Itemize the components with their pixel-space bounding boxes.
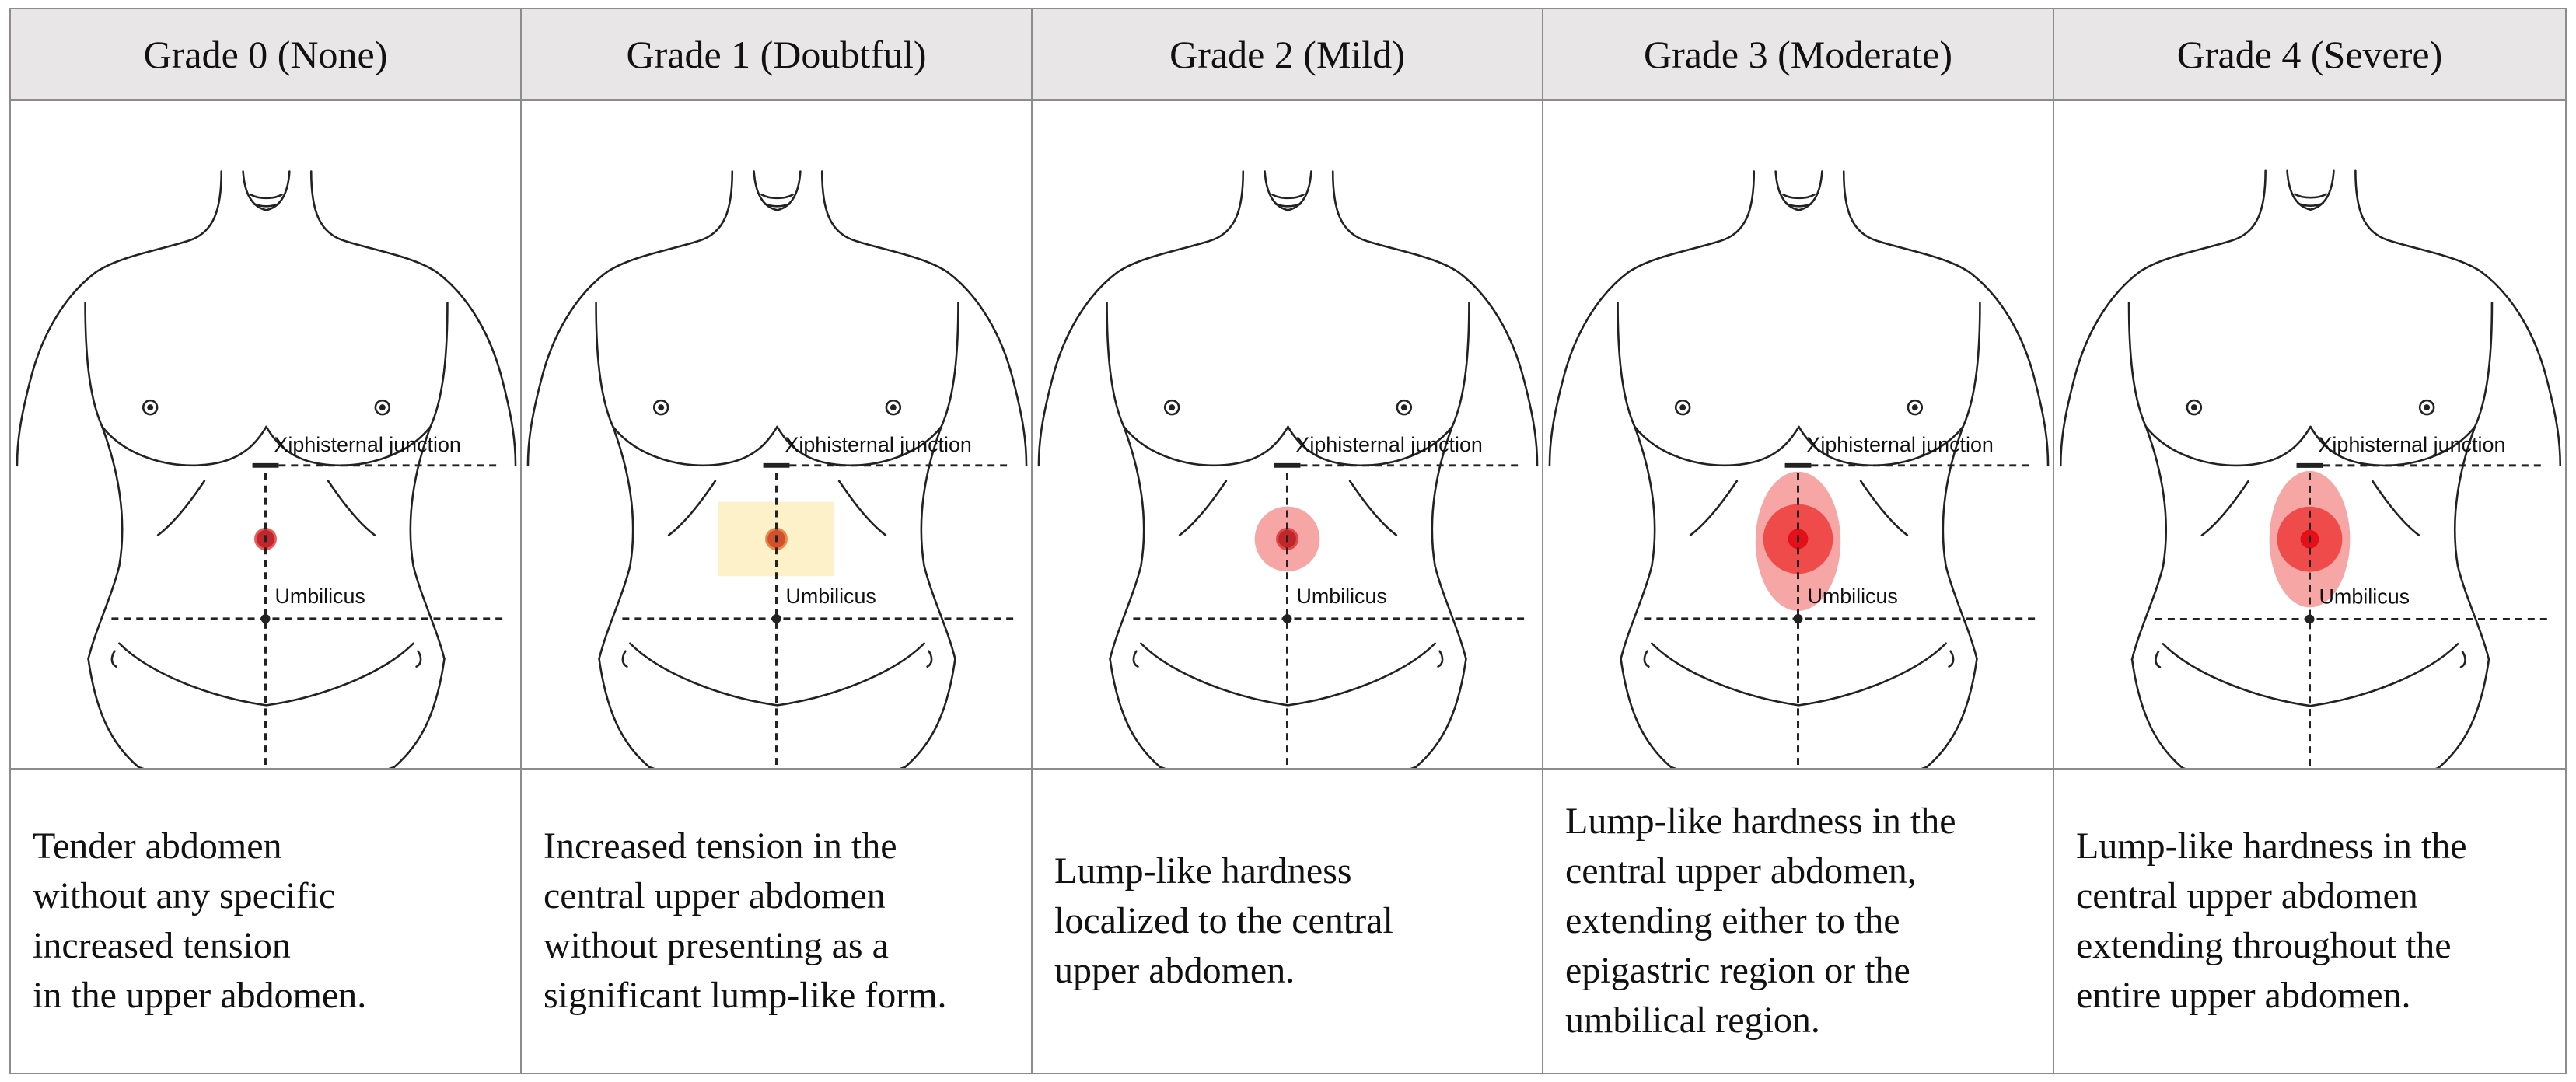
torso-outline [1548,170,2050,768]
grade-2-title: Grade 2 (Mild) [1169,33,1405,76]
torso-diagram: Xiphisternal junction Umbilicus [16,170,517,768]
figure-grade-2: Xiphisternal junction Umbilicus [1033,101,1543,770]
reference-lines [1644,462,2039,768]
description-grade-2: Lump-like hardness localized to the cent… [1033,770,1543,1073]
reference-lines [2155,462,2551,768]
umbilicus-label: Umbilicus [2319,585,2410,608]
nipple-icons [2186,399,2435,416]
umbilicus-label: Umbilicus [274,585,365,608]
description-grade-3: Lump-like hardness in the central upper … [1543,770,2054,1073]
umbilicus-label: Umbilicus [1296,585,1386,608]
xiphisternal-label: Xiphisternal junction [1806,433,1993,456]
grade-3-description: Lump-like hardness in the central upper … [1565,801,1956,1041]
description-grade-4: Lump-like hardness in the central upper … [2054,770,2565,1073]
torso-outline [16,170,517,768]
torso-outline [526,170,1028,768]
figure-grade-1: Xiphisternal junction Umbilicus [522,101,1033,770]
grade-4-title: Grade 4 (Severe) [2176,33,2443,76]
description-grade-0: Tender abdomen without any specific incr… [11,770,522,1073]
figure-grade-4: Xiphisternal junction Umbilicus [2054,101,2565,770]
torso-outline [2059,169,2562,768]
grade-0-description: Tender abdomen without any specific incr… [33,825,367,1016]
header-grade-2: Grade 2 (Mild) [1033,9,1543,101]
grade-4-description: Lump-like hardness in the central upper … [2076,825,2467,1016]
grading-table: Grade 0 (None) Grade 1 (Doubtful) Grade … [9,8,2567,1074]
xiphisternal-label: Xiphisternal junction [1295,433,1482,456]
xiphisternal-label: Xiphisternal junction [785,433,971,456]
torso-diagram: Xiphisternal junction Umbilicus [1037,170,1539,768]
grade-1-title: Grade 1 (Doubtful) [626,33,927,76]
header-grade-3: Grade 3 (Moderate) [1543,9,2054,101]
torso-diagram: Xiphisternal junction Umbilicus [1548,170,2050,768]
reference-lines [111,462,507,768]
xiphisternal-label: Xiphisternal junction [274,433,460,456]
header-grade-4: Grade 4 (Severe) [2054,9,2565,101]
figure-grade-3: Xiphisternal junction Umbilicus [1543,101,2054,770]
grade-0-title: Grade 0 (None) [143,33,388,76]
umbilicus-label: Umbilicus [1807,585,1897,608]
header-grade-0: Grade 0 (None) [11,9,522,101]
torso-diagram: Xiphisternal junction Umbilicus [526,170,1028,768]
xiphisternal-label: Xiphisternal junction [2318,433,2505,456]
nipple-icons [652,399,902,416]
nipple-icons [1674,399,1924,416]
nipple-icons [1163,399,1413,416]
grade-1-description: Increased tension in the central upper a… [544,825,947,1016]
umbilicus-label: Umbilicus [785,585,876,608]
torso-outline [1037,170,1539,768]
grade-3-title: Grade 3 (Moderate) [1643,33,1953,76]
reference-lines [1133,462,1529,768]
torso-diagram: Xiphisternal junction Umbilicus [2059,169,2562,768]
description-grade-1: Increased tension in the central upper a… [522,770,1033,1073]
nipple-icons [142,399,391,416]
header-grade-1: Grade 1 (Doubtful) [522,9,1033,101]
figure-grade-0: Xiphisternal junction Umbilicus [11,101,522,770]
grade-2-description: Lump-like hardness localized to the cent… [1054,850,1393,991]
